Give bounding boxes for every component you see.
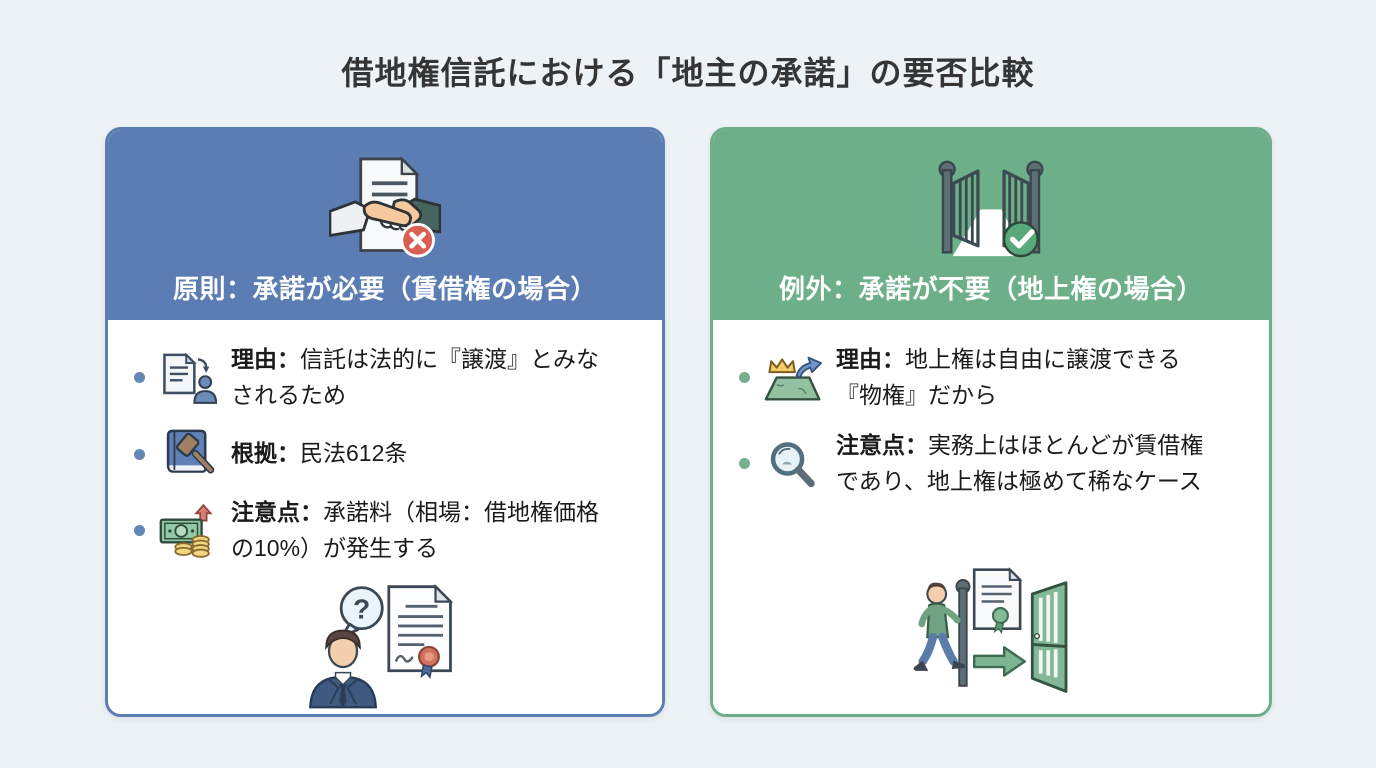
- bullet-label: 根拠：: [231, 440, 300, 467]
- bullet-label: 理由：: [836, 346, 905, 372]
- handshake-contract-icon: [328, 155, 442, 261]
- magnifier-icon: [763, 438, 823, 490]
- consent-fee-money-icon: [158, 503, 218, 558]
- principle-card-header: 原則：承諾が必要（賃借権の場合）: [108, 130, 662, 320]
- bullet-label: 注意点：: [836, 432, 928, 459]
- list-item: 根拠：民法612条: [134, 428, 638, 480]
- principle-card-title: 原則：承諾が必要（賃借権の場合）: [172, 274, 597, 304]
- bullet-dot: [739, 458, 750, 470]
- check-badge-icon: [1002, 221, 1039, 258]
- exception-card-title: 例外：承諾が不要（地上権の場合）: [778, 274, 1203, 304]
- question-mark: ?: [353, 593, 370, 624]
- exception-card: 例外：承諾が不要（地上権の場合） 理由：地上権は自由に譲渡できる 『物権』だから: [710, 127, 1272, 717]
- bullet-dot: [134, 448, 145, 460]
- list-item: 理由：信託は法的に『譲渡』とみな されるため: [134, 342, 638, 413]
- bullet-text: 理由：信託は法的に『譲渡』とみな されるため: [231, 346, 599, 408]
- list-item: 注意点：実務上はほとんどが賃借権 であり、地上権は極めて稀なケース: [739, 428, 1245, 499]
- bullet-label: 注意点：: [231, 499, 323, 526]
- bullet-text: 注意点：承諾料（相場：借地権価格 の10%）が発生する: [231, 499, 599, 561]
- businessman-question-certificate-illustration: ?: [134, 582, 638, 712]
- bullet-text: 根拠：民法612条: [231, 440, 408, 467]
- exception-card-body: 理由：地上権は自由に譲渡できる 『物権』だから 注意点：実務上はほとんどが賃借権…: [713, 320, 1269, 714]
- bullet-text: 理由：地上権は自由に譲渡できる 『物権』だから: [836, 346, 1181, 408]
- list-item: 理由：地上権は自由に譲渡できる 『物権』だから: [739, 342, 1245, 413]
- bullet-label: 理由：: [231, 346, 300, 372]
- page-title: 借地権信託における「地主の承諾」の要否比較: [341, 55, 1035, 91]
- bullet-dot: [739, 372, 750, 384]
- land-crown-transfer-icon: [763, 352, 823, 404]
- bullet-dot: [134, 525, 145, 537]
- exception-card-header: 例外：承諾が不要（地上権の場合）: [713, 130, 1269, 320]
- principle-card: 原則：承諾が必要（賃借権の場合）: [105, 127, 665, 717]
- list-item: 注意点：承諾料（相場：借地権価格 の10%）が発生する: [134, 495, 638, 566]
- x-badge-icon: [400, 222, 435, 258]
- document-transfer-person-icon: [158, 352, 218, 404]
- bullet-text: 注意点：実務上はほとんどが賃借権 であり、地上権は極めて稀なケース: [836, 432, 1204, 494]
- open-gate-icon: [935, 155, 1047, 261]
- bullet-dot: [134, 372, 145, 384]
- person-entering-gate-illustration: [739, 562, 1245, 702]
- principle-card-body: 理由：信託は法的に『譲渡』とみな されるため 根拠：民法612条: [108, 320, 662, 714]
- law-book-gavel-icon: [158, 428, 218, 480]
